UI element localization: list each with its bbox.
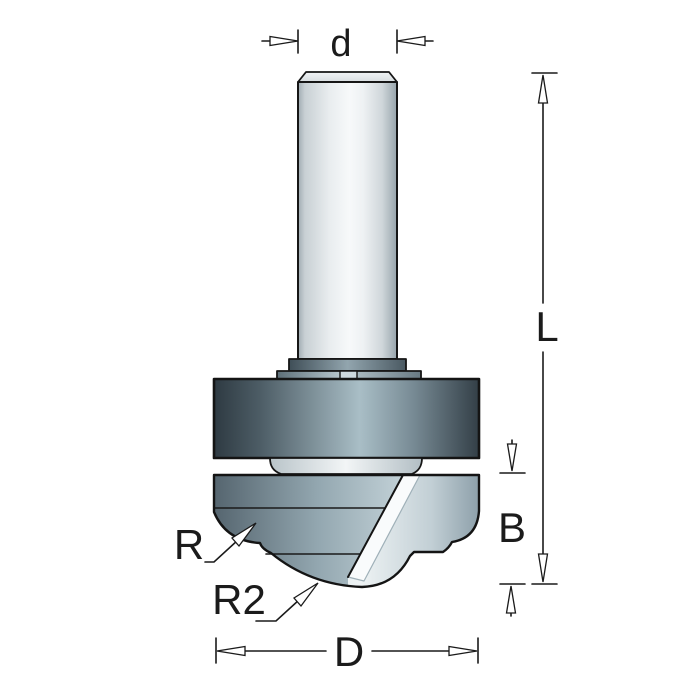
arrow-up-right-icon xyxy=(293,582,319,608)
cutting-edge-diagonal xyxy=(347,474,404,578)
profile-left-shading xyxy=(214,475,403,585)
cutter-body xyxy=(212,377,481,460)
arrow-left-icon xyxy=(396,35,426,47)
label-cutting-diameter: D xyxy=(333,628,365,675)
cutting-profile-outline xyxy=(212,473,481,589)
dim-d xyxy=(261,29,434,54)
shank-top-face xyxy=(297,71,398,83)
label-radius-2: R2 xyxy=(212,576,266,623)
dim-b xyxy=(499,439,526,617)
router-bit xyxy=(212,71,481,589)
arrow-up-icon xyxy=(505,585,517,614)
label-cutting-length: B xyxy=(497,504,527,551)
shank-cylinder xyxy=(297,81,398,360)
dim-l xyxy=(531,72,558,585)
arrow-up-right-icon xyxy=(231,522,257,548)
dimensions xyxy=(204,29,558,664)
neck xyxy=(269,457,423,475)
leader-r xyxy=(204,522,257,563)
arrow-up-icon xyxy=(537,74,549,104)
arrow-down-icon xyxy=(537,553,549,583)
leader-r2 xyxy=(255,582,319,622)
arrow-right-icon xyxy=(269,35,299,47)
label-radius-1: R xyxy=(173,521,205,568)
arrow-left-icon xyxy=(216,645,246,657)
collar-nut xyxy=(288,358,407,372)
label-overall-length: L xyxy=(535,303,559,350)
label-shank-diameter: d xyxy=(330,23,352,65)
dim-diameter xyxy=(215,637,479,664)
arrow-down-icon xyxy=(506,443,518,472)
arrow-right-icon xyxy=(448,645,478,657)
